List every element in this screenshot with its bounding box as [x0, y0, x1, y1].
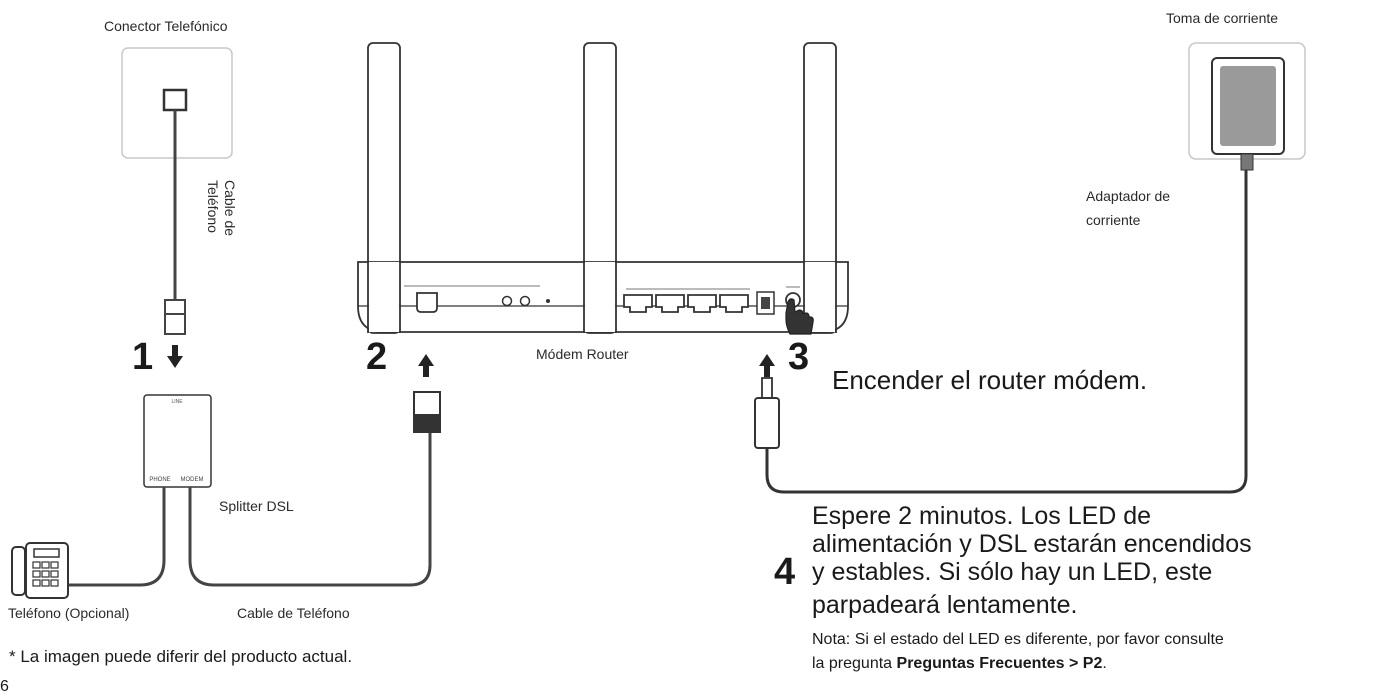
step-4-text: Espere 2 minutos. Los LED de alimentació…: [812, 502, 1252, 619]
phone-cable-upper: [164, 110, 186, 335]
faq-reference: Preguntas Frecuentes > P2: [896, 655, 1103, 672]
step-2-number: 2: [366, 336, 388, 378]
splitter-line-port-label: LINE: [171, 399, 183, 405]
phone-cable-vertical-line: Teléfono: [205, 180, 221, 233]
dsl-splitter: LINE PHONE MODEM: [143, 394, 212, 488]
led-note: Nota: Si el estado del LED es diferente,…: [812, 628, 1224, 676]
step-3-text: Encender el router módem.: [832, 365, 1148, 395]
step-4-line: parpadeará lentamente.: [812, 591, 1078, 619]
phone-cable-bottom-label: Cable de Teléfono: [237, 605, 350, 621]
modem-router: [357, 42, 849, 334]
arrow-up-icon: [759, 354, 775, 377]
splitter-modem-cable: [188, 430, 432, 587]
led-note-line-2: la pregunta Preguntas Frecuentes > P2.: [812, 652, 1224, 676]
step-1-number: 1: [132, 336, 154, 378]
splitter-phone-port-label: PHONE: [149, 477, 170, 483]
power-cable: [754, 170, 1248, 494]
power-outlet: [1188, 42, 1306, 171]
phone-cable-vertical-label: Cable de Teléfono: [204, 180, 238, 236]
step-4-line: alimentación y DSL estarán encendidos: [812, 530, 1252, 558]
step-4-line: Espere 2 minutos. Los LED de: [812, 502, 1152, 530]
step-4-line: y estables. Si sólo hay un LED, este: [812, 558, 1213, 586]
step-3-number: 3: [788, 336, 810, 378]
dsl-cable-connector: [413, 391, 441, 433]
phone-wall-jack: [121, 47, 233, 159]
step-4-number: 4: [774, 551, 796, 593]
power-adapter-label-line: Adaptador de: [1086, 188, 1171, 204]
led-note-suffix: .: [1102, 655, 1107, 672]
power-adapter-label: Adaptador de corriente: [1086, 184, 1170, 232]
phone-jack-label: Conector Telefónico: [104, 18, 228, 34]
arrow-down-icon: [167, 345, 183, 368]
page-number: 6: [0, 678, 9, 695]
splitter-label: Splitter DSL: [219, 498, 294, 514]
led-note-line-1: Nota: Si el estado del LED es diferente,…: [812, 631, 1224, 648]
splitter-phone-cable: [63, 487, 166, 587]
modem-router-label: Módem Router: [536, 346, 629, 362]
telephone-icon: [11, 542, 69, 599]
power-adapter-label-line: corriente: [1086, 212, 1141, 228]
telephone-label: Teléfono (Opcional): [8, 605, 130, 621]
led-note-prefix: la pregunta: [812, 655, 897, 672]
hand-pointer-icon: [785, 298, 814, 335]
splitter-modem-port-label: MODEM: [181, 477, 204, 483]
phone-cable-vertical-line: Cable de: [222, 180, 238, 237]
image-disclaimer-footnote: * La imagen puede diferir del producto a…: [9, 647, 353, 666]
arrow-up-icon: [418, 354, 434, 377]
power-outlet-label: Toma de corriente: [1166, 10, 1279, 26]
